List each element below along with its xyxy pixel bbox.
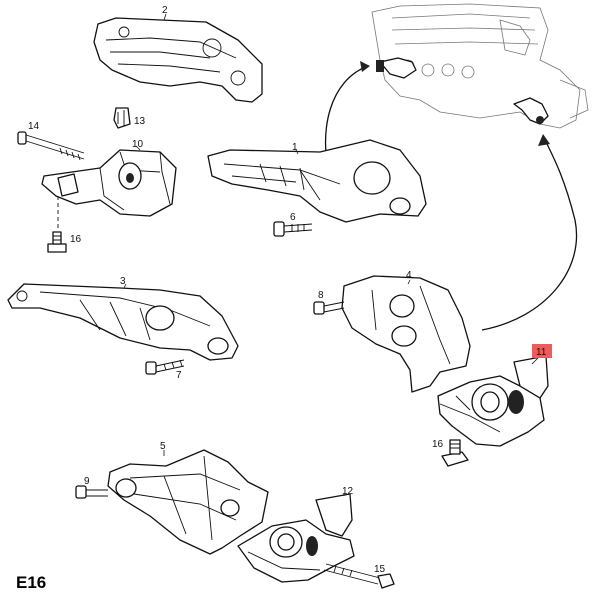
callout-2: 2 — [162, 5, 168, 16]
callout-8: 8 — [318, 290, 324, 301]
part-8-bolt: 8 — [313, 290, 345, 315]
part-3-lower-bracket: 3 — [7, 276, 239, 361]
part-16-bolt-left: 16 — [47, 231, 82, 253]
part-6-bolt: 6 — [273, 212, 313, 237]
part-7-bolt: 7 — [145, 359, 185, 381]
callout-9: 9 — [84, 476, 90, 487]
part-4-mount-bracket: 4 — [341, 270, 471, 393]
part-1-main-bracket: 1 — [207, 139, 427, 223]
part-5-bottom-bracket: 5 — [107, 441, 269, 555]
callout-13: 13 — [134, 116, 146, 127]
callout-7: 7 — [176, 370, 182, 381]
callout-3: 3 — [120, 276, 126, 287]
part-12-rubber-mount: 12 — [237, 486, 355, 583]
callout-11: 11 — [536, 347, 547, 358]
callout-15: 15 — [374, 564, 386, 575]
diagram-code: E16 — [16, 573, 46, 592]
assembly-arrow-to-rear-mount — [481, 134, 578, 331]
callout-11-highlight — [532, 344, 552, 358]
part-15-long-bolt: 15 — [323, 563, 395, 589]
part-2-upper-bracket: 2 — [93, 5, 263, 103]
part-11-rubber-mount: 11 — [437, 344, 552, 447]
part-13-nut: 13 — [113, 107, 146, 129]
callout-6: 6 — [290, 212, 296, 223]
callout-10: 10 — [132, 139, 144, 150]
engine-mount-point-rear — [513, 97, 549, 125]
part-16-bolt-right: 16 — [432, 439, 469, 467]
engine-mount-point-front — [376, 57, 417, 79]
callout-16-left: 16 — [70, 234, 82, 245]
callout-16-right: 16 — [432, 439, 444, 450]
callout-12: 12 — [342, 486, 354, 497]
callout-1: 1 — [292, 142, 298, 153]
callout-14: 14 — [28, 121, 40, 132]
part-9-bolt: 9 — [75, 476, 108, 499]
callout-4: 4 — [406, 270, 412, 281]
part-14-long-bolt: 14 — [17, 121, 85, 161]
part-10-rubber-mount: 10 — [41, 139, 177, 217]
callout-5: 5 — [160, 441, 166, 452]
